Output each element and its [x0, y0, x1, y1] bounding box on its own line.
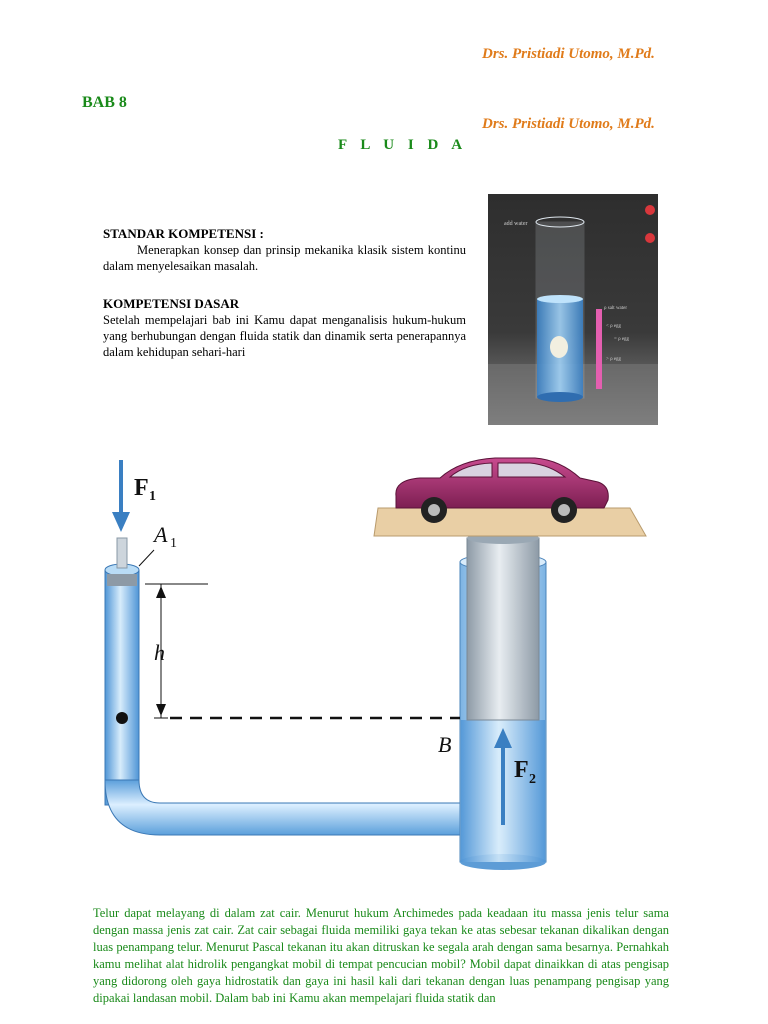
intro-paragraph: Telur dapat melayang di dalam zat cair. …	[93, 906, 669, 1005]
photo-label-rho: ρ salt water	[604, 306, 627, 311]
egg-cylinder-photo: add water ρ salt water < ρ egg = ρ egg >…	[488, 194, 658, 425]
label-a1-sub: 1	[170, 536, 177, 551]
standar-heading: STANDAR KOMPETENSI :	[103, 226, 264, 241]
label-h: h	[154, 640, 165, 665]
photo-label-eq: = ρ egg	[614, 337, 630, 342]
kompetensi-heading: KOMPETENSI DASAR	[103, 296, 240, 311]
label-a1: A	[152, 522, 168, 547]
photo-label-gt: > ρ egg	[606, 357, 622, 362]
car-illustration	[395, 457, 609, 523]
label-f2-sub: 2	[529, 772, 536, 787]
kompetensi-text: Setelah mempelajari bab ini Kamu dapat m…	[103, 313, 466, 359]
standar-text: Menerapkan konsep dan prinsip mekanika k…	[103, 243, 466, 273]
author-name-top: Drs. Pristiadi Utomo, M.Pd.	[482, 46, 655, 62]
label-f1: F	[134, 475, 149, 501]
author-name-second: Drs. Pristiadi Utomo, M.Pd.	[482, 116, 655, 132]
chapter-title: F L U I D A	[338, 137, 468, 153]
photo-label-lt: < ρ egg	[606, 324, 622, 329]
label-f2: F	[514, 757, 529, 783]
label-f1-sub: 1	[149, 489, 156, 504]
label-b: B	[438, 732, 451, 757]
photo-label-salt: add water	[504, 221, 528, 227]
hydraulic-lift-diagram: F 1 A 1 h B F 2	[90, 450, 650, 880]
chapter-label: BAB 8	[82, 94, 127, 111]
